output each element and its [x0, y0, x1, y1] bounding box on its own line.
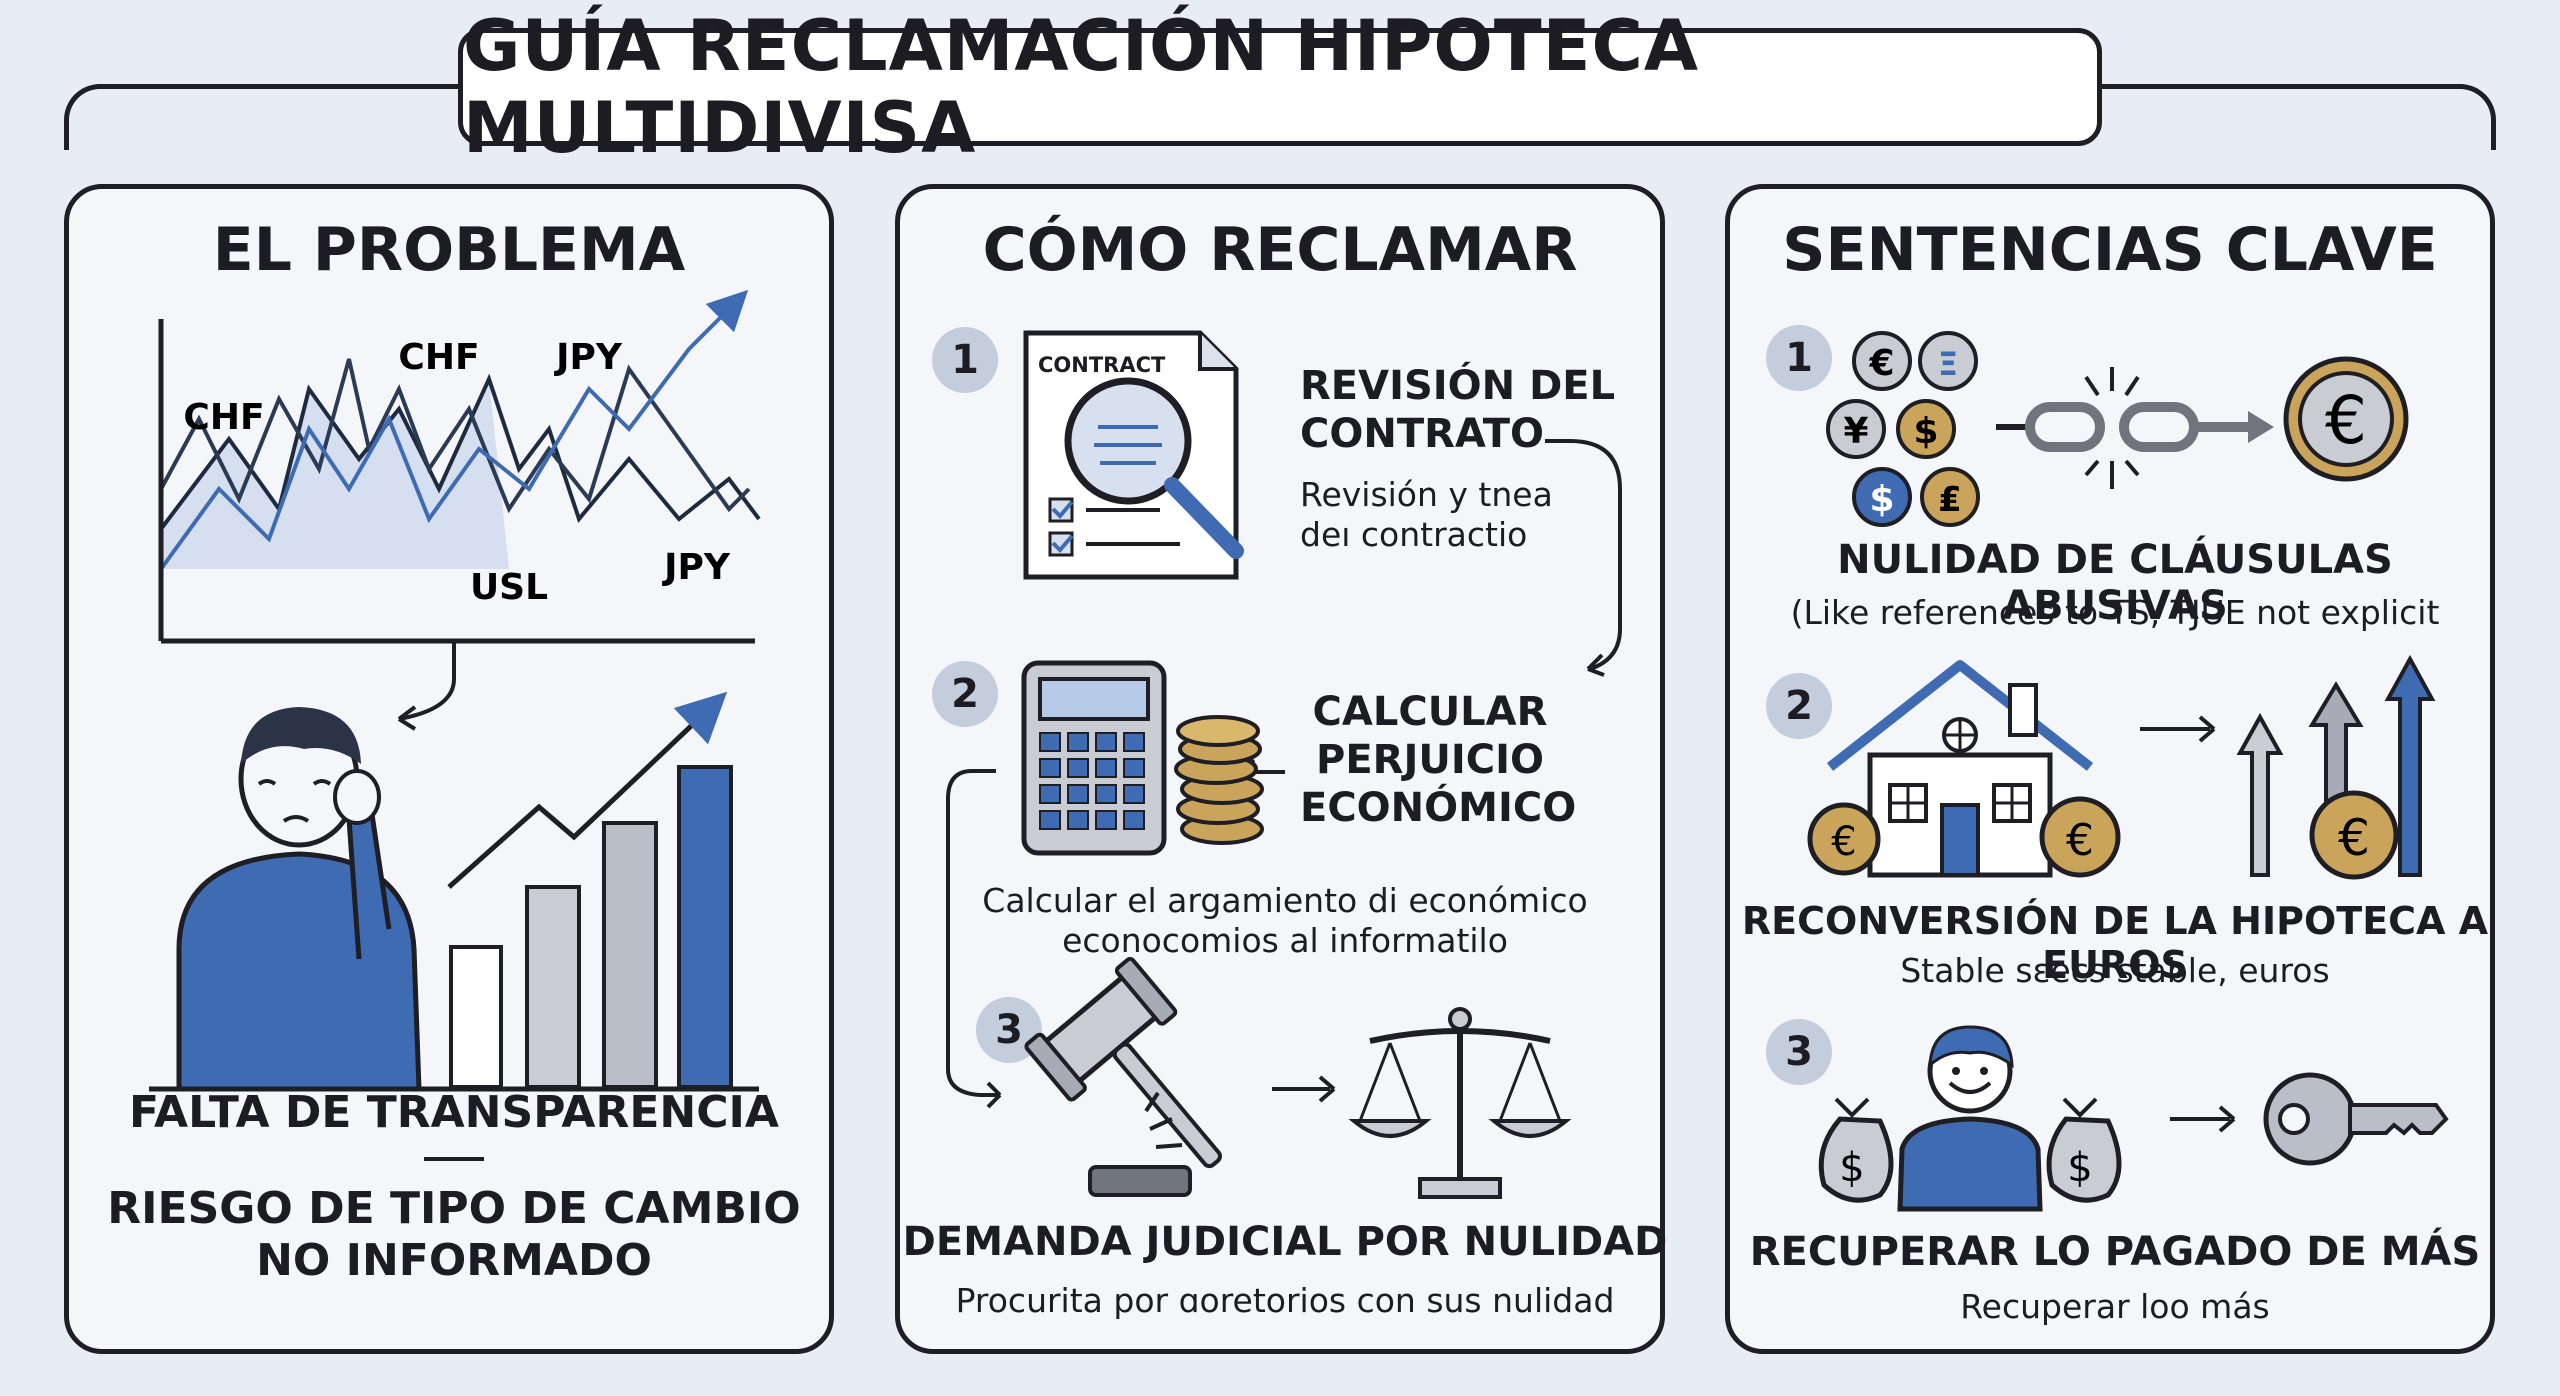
- euro-coin-icon: €: [2283, 356, 2409, 482]
- step1-desc-line2: deı contractio: [1300, 515, 1528, 554]
- scales-of-justice-icon: [1348, 1007, 1572, 1199]
- chart-label: USL: [470, 567, 548, 608]
- chart-line-mid: [159, 358, 751, 514]
- svg-text:€: €: [2325, 382, 2367, 459]
- coin-stack-icon: [1174, 715, 1264, 845]
- contract-magnifier-icon: [1023, 330, 1244, 580]
- chart-label: CHF: [183, 397, 264, 438]
- svg-text:₤: ₤: [1938, 480, 1962, 520]
- panel-problem: EL PROBLEMA CHF CHF JPY USL JPY: [64, 184, 834, 1354]
- svg-text:$: $: [1869, 479, 1894, 520]
- step1-desc-line1: Revisión y tnea: [1300, 475, 1553, 514]
- step1-title-line1: REVISIÓN DEL: [1300, 363, 1616, 409]
- divider: [424, 1157, 484, 1161]
- bar-growth-icon: [149, 691, 759, 1092]
- item2-desc: Stable sɛecs stable, euros: [1900, 951, 2330, 990]
- panel-how-to-claim: CÓMO RECLAMAR 1 CONTRACT REVISIÓN DEL CO…: [895, 184, 1667, 1354]
- step3-desc: Procurita por ɑoretorios con sus nulidad: [955, 1281, 1615, 1320]
- svg-text:$: $: [1839, 1145, 1864, 1191]
- chart-area: [161, 379, 509, 569]
- item3-title: RECUPERAR LO PAGADO DE MÁS: [1749, 1229, 2481, 1275]
- item1-desc: (Like references to TS, TJUE not explici…: [1790, 593, 2440, 632]
- item-number: 2: [1766, 673, 1832, 739]
- page-title: GUÍA RECLAMACIÓN HIPOTECA MULTIDIVISA: [463, 5, 1700, 169]
- person-money-bags-icon: $ $: [1818, 1025, 2122, 1212]
- point-risk-line1: RIESGO DE TIPO DE CAMBIO: [107, 1183, 801, 1234]
- panel-key-rulings: SENTENCIAS CLAVE 1 € Ξ ¥ $ $ ₤ € NULIDAD…: [1725, 184, 2495, 1354]
- rising-arrows-icon: €: [2140, 654, 2436, 880]
- contract-doc-label: CONTRACT: [1038, 353, 1166, 377]
- chart-line-blue: [159, 289, 749, 571]
- svg-text:Ξ: Ξ: [1938, 345, 1958, 383]
- currency-chart: CHF CHF JPY USL JPY: [158, 289, 761, 731]
- svg-text:€: €: [2066, 815, 2094, 866]
- item-number: 1: [1766, 325, 1832, 391]
- step1-title-line2: CONTRATO: [1300, 411, 1545, 457]
- panel-heading: EL PROBLEMA: [212, 215, 686, 285]
- chart-label: CHF: [398, 337, 479, 378]
- worried-person-icon: [176, 707, 422, 1092]
- broken-chain-icon: [1996, 367, 2274, 489]
- step-number: 2: [932, 661, 998, 727]
- svg-text:€: €: [1831, 819, 1856, 865]
- flow-connector: [946, 439, 1622, 1109]
- item2-title: RECONVERSIÓN DE LA HIPOTECA A EUROS: [1741, 899, 2489, 987]
- step2-title-line1: CALCULAR: [1312, 689, 1548, 735]
- item3-desc: Recuperar loo más: [1960, 1287, 2270, 1326]
- svg-text:¥: ¥: [1843, 411, 1868, 452]
- svg-text:€: €: [1868, 343, 1894, 384]
- item-number: 3: [1766, 1019, 1832, 1085]
- svg-text:€: €: [2338, 809, 2370, 867]
- currency-coins-icon: € Ξ ¥ $ $ ₤: [1826, 331, 1980, 527]
- gavel-icon: [1024, 956, 1222, 1197]
- step2-desc-line1: Calcular el argamiento di económico: [982, 881, 1588, 920]
- panel-heading: CÓMO RECLAMAR: [982, 215, 1578, 285]
- item1-title: NULIDAD DE CLÁUSULAS ABUSIVAS: [1837, 537, 2393, 629]
- step2-title-line3: ECONÓMICO: [1300, 785, 1577, 831]
- house-coins-icon: € €: [1807, 660, 2121, 878]
- step2-title-line2: PERJUICIO: [1316, 737, 1544, 783]
- point-risk-line2: NO INFORMADO: [256, 1235, 652, 1286]
- point-transparency: FALTA DE TRANSPARENCIA: [129, 1087, 779, 1138]
- step2-desc-line2: econocomios al informatilo: [1062, 921, 1508, 960]
- panel-heading: SENTENCIAS CLAVE: [1782, 215, 2438, 285]
- svg-text:$: $: [2067, 1145, 2092, 1191]
- svg-text:$: $: [1913, 411, 1938, 452]
- chart-label: JPY: [661, 547, 731, 588]
- calculator-icon: [1021, 660, 1167, 856]
- title-box: GUÍA RECLAMACIÓN HIPOTECA MULTIDIVISA: [458, 5, 2102, 169]
- step3-title: DEMANDA JUDICIAL POR NULIDAD: [902, 1219, 1668, 1265]
- step-number: 1: [932, 327, 998, 393]
- chart-line-dark: [159, 373, 761, 531]
- chart-label: JPY: [553, 337, 623, 378]
- key-icon: [2170, 1072, 2449, 1166]
- curved-arrow: [398, 641, 456, 721]
